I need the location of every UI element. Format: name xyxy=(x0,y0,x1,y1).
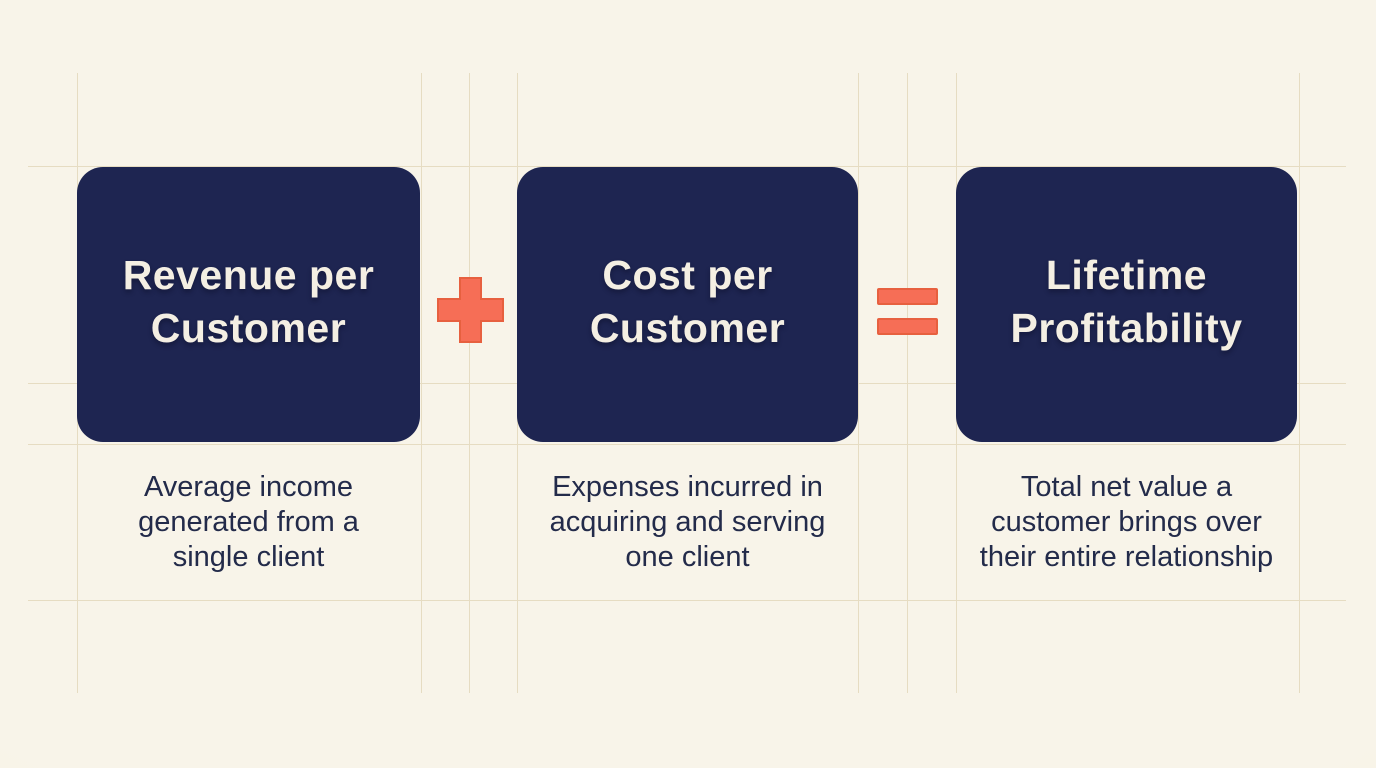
term-revenue-per-customer: Revenue per Customer Average income gene… xyxy=(77,167,420,575)
cost-per-customer-box: Cost per Customer xyxy=(517,167,858,442)
lifetime-profitability-title: Lifetime Profitability xyxy=(1010,251,1243,351)
lifetime-profitability-description: Total net value a customer brings over t… xyxy=(979,471,1274,573)
plus-icon xyxy=(437,277,504,343)
revenue-per-customer-description: Average income generated from a single c… xyxy=(138,471,359,573)
grid-line-horizontal xyxy=(28,600,1346,601)
revenue-per-customer-box: Revenue per Customer xyxy=(77,167,420,442)
cost-per-customer-title: Cost per Customer xyxy=(589,251,786,351)
grid-line-horizontal xyxy=(28,166,1346,167)
term-cost-per-customer: Cost per Customer Expenses incurred in a… xyxy=(517,167,858,575)
term-lifetime-profitability: Lifetime Profitability Total net value a… xyxy=(956,167,1297,575)
equals-icon xyxy=(877,288,938,335)
lifetime-profitability-box: Lifetime Profitability xyxy=(956,167,1297,442)
cost-per-customer-description: Expenses incurred in acquiring and servi… xyxy=(549,471,826,573)
grid-line-horizontal xyxy=(28,444,1346,445)
revenue-per-customer-title: Revenue per Customer xyxy=(122,251,375,351)
